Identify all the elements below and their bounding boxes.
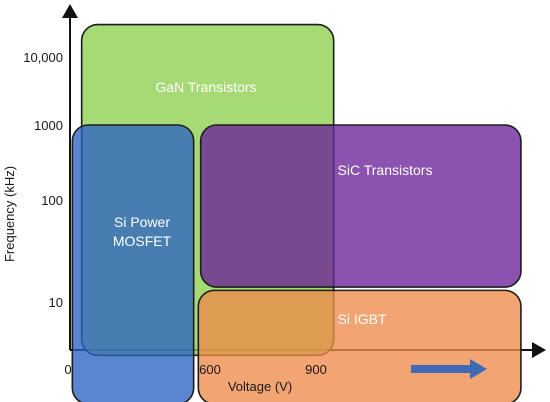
y-axis-title: Frequency (kHz): [2, 166, 17, 262]
x-tick-label: 900: [305, 362, 327, 377]
label-sic-transistors: SiC Transistors: [338, 162, 433, 178]
label-si-igbt: Si IGBT: [337, 311, 386, 327]
x-tick-label: 0: [64, 362, 71, 377]
x-axis-arrowhead: [532, 342, 546, 358]
y-tick-label: 10,000: [23, 50, 63, 65]
x-tick-labels: 0 600 900: [64, 362, 326, 377]
label-gan-transistors: GaN Transistors: [155, 79, 256, 95]
y-tick-labels: 10 100 1000 10,000: [23, 50, 63, 310]
increasing-voltage-arrow-icon: [411, 359, 487, 379]
y-tick-label: 10: [49, 295, 63, 310]
y-axis-arrowhead: [62, 4, 78, 18]
y-tick-label: 1000: [34, 118, 63, 133]
region-si-igbt: [197, 289, 522, 402]
region-si-power-mosfet: [71, 124, 195, 402]
y-tick-label: 100: [41, 193, 63, 208]
x-tick-label: 600: [199, 362, 221, 377]
region-sic-transistors: [199, 124, 522, 288]
x-axis-title: Voltage (V): [228, 379, 292, 394]
